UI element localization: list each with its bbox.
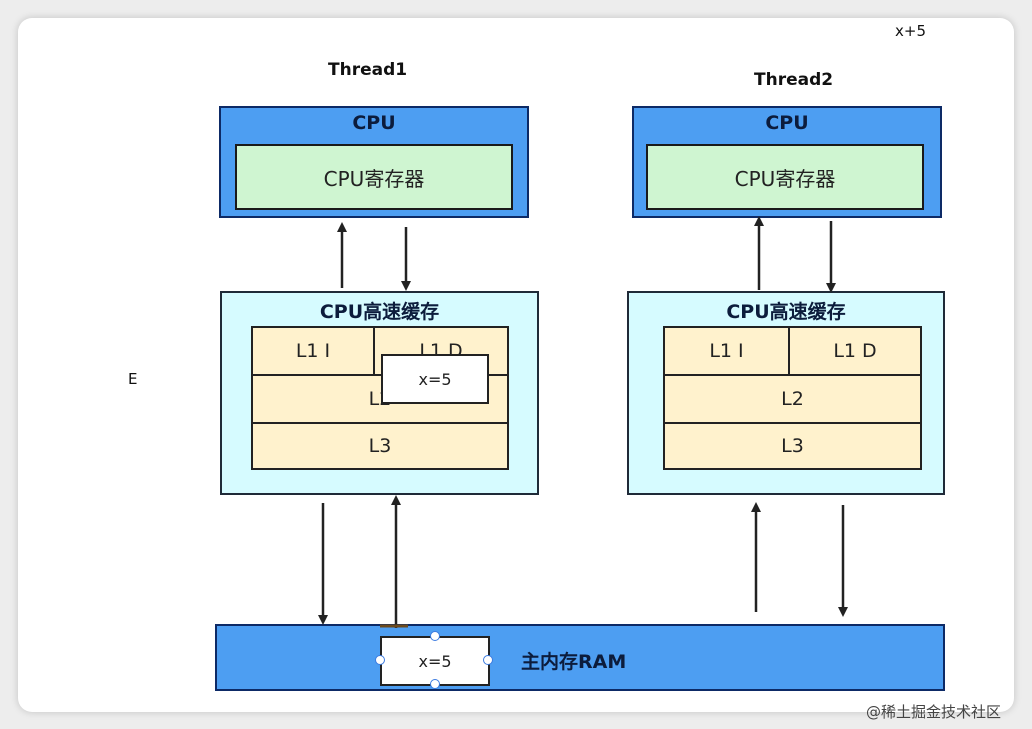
thread1-cpu-box[interactable]: CPU CPU寄存器 bbox=[219, 106, 529, 218]
corner-note: x+5 bbox=[895, 22, 926, 40]
thread1-label: Thread1 bbox=[328, 60, 408, 80]
thread1-l3-cell[interactable]: L3 bbox=[251, 422, 509, 470]
thread2-cache-title: CPU高速缓存 bbox=[726, 301, 846, 323]
thread2-label: Thread2 bbox=[754, 70, 834, 90]
thread2-l3-cell[interactable]: L3 bbox=[663, 422, 922, 470]
thread2-cpu-title: CPU bbox=[765, 112, 809, 134]
selection-handle[interactable] bbox=[483, 655, 493, 665]
ram-title: 主内存RAM bbox=[521, 651, 627, 673]
thread1-cpu-title: CPU bbox=[352, 112, 396, 134]
thread2-cpu-box[interactable]: CPU CPU寄存器 bbox=[632, 106, 942, 218]
thread2-l1i-cell[interactable]: L1 I bbox=[663, 326, 790, 376]
side-letter: E bbox=[128, 370, 138, 388]
ram-box[interactable] bbox=[215, 624, 945, 691]
thread1-cache-title: CPU高速缓存 bbox=[319, 301, 440, 323]
thread1-register-box[interactable]: CPU寄存器 bbox=[235, 144, 513, 210]
thread2-l1d-cell[interactable]: L1 D bbox=[788, 326, 922, 376]
thread2-l2-cell[interactable]: L2 bbox=[663, 374, 922, 424]
thread1-cache-popup[interactable]: x=5 bbox=[381, 354, 489, 404]
selection-handle[interactable] bbox=[430, 679, 440, 689]
selection-handle[interactable] bbox=[430, 631, 440, 641]
selection-handle[interactable] bbox=[375, 655, 385, 665]
thread2-register-box[interactable]: CPU寄存器 bbox=[646, 144, 924, 210]
watermark: @稀土掘金技术社区 bbox=[866, 703, 1002, 721]
